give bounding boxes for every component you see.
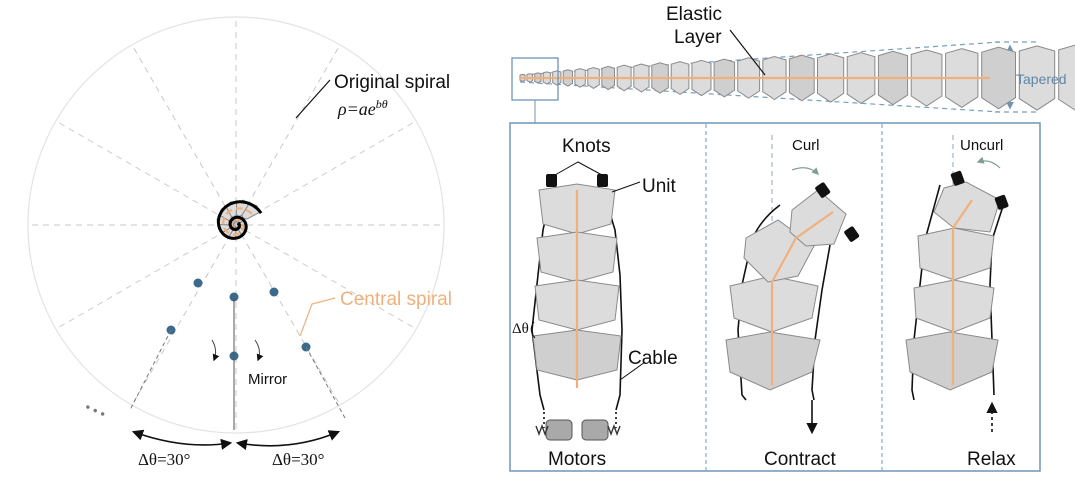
curl-knot-1 — [815, 182, 831, 198]
states-frame — [509, 122, 1041, 472]
knots-label: Knots — [562, 136, 611, 157]
radial-guide-line — [235, 224, 417, 330]
knot-left — [546, 174, 557, 187]
taper-top-line — [519, 41, 1001, 76]
delta-theta-arc — [530, 321, 536, 339]
radial-guide-line — [235, 44, 341, 226]
curl-stack — [725, 189, 847, 391]
curl-label: Curl — [792, 137, 820, 154]
central-spiral-curve — [222, 207, 253, 236]
curl-cable-right — [811, 244, 831, 401]
elastic-layer-label-2: Layer — [674, 27, 722, 48]
uncurl-knot-1 — [950, 170, 965, 186]
angle-arc-left — [131, 429, 233, 450]
angle-ray-right — [305, 346, 346, 419]
motor-left — [535, 419, 573, 441]
node — [269, 287, 279, 297]
mirror-nodes — [166, 278, 311, 361]
uncurl-core — [951, 199, 973, 385]
contract-label: Contract — [764, 449, 837, 470]
radial-guide-line — [55, 224, 237, 330]
tapered-unit — [1058, 44, 1075, 111]
original-spiral-curve — [216, 200, 263, 240]
unit — [729, 275, 819, 333]
spiral-equation: ρ=aebθ — [337, 97, 388, 119]
original-spiral-label: Original spiral — [334, 72, 450, 93]
central-spiral-label: Central spiral — [340, 289, 452, 310]
elastic-layer-leader — [729, 29, 766, 76]
knots-leader — [554, 161, 603, 176]
uncurl-state: Uncurl Relax — [905, 135, 1016, 470]
curl-arrow — [791, 167, 820, 176]
curl-core — [770, 211, 834, 385]
central-spiral-leader — [299, 297, 336, 337]
uncurl-knot-2 — [994, 194, 1009, 210]
curl-state: Curl Contract — [725, 135, 860, 470]
angle-left-label: Δθ=30° — [138, 450, 190, 469]
taper-bottom-line — [519, 81, 1001, 113]
tapered-robot-panel: Elastic Layer Tapered — [511, 4, 1075, 123]
straight-state: Knots Unit Cable Δθ Motors — [512, 136, 678, 470]
radial-guide-line — [131, 44, 237, 226]
tapered-unit — [981, 46, 1016, 110]
angle-ray-left — [129, 329, 172, 411]
states-panel: Knots Unit Cable Δθ Motors Curl Contract — [509, 122, 1041, 472]
original-spiral-leader — [295, 79, 331, 119]
mirror-label: Mirror — [248, 371, 287, 388]
uncurl-label: Uncurl — [960, 137, 1003, 154]
tapered-unit — [1018, 45, 1056, 111]
unit-label: Unit — [642, 176, 677, 197]
node — [193, 278, 203, 288]
cable-right — [602, 189, 623, 411]
cable-label: Cable — [628, 348, 678, 369]
ellipsis: • • • — [83, 399, 109, 422]
relax-label: Relax — [967, 449, 1016, 470]
cable-leader — [619, 361, 646, 381]
uncurl-arrow — [976, 156, 1001, 169]
delta-theta-label: Δθ — [512, 321, 529, 337]
angle-arc-right — [235, 430, 341, 451]
radial-guide-line — [131, 224, 237, 406]
spiral-panel: Original spiral ρ=aebθ Central spiral Mi… — [27, 16, 452, 469]
unit-leader — [611, 181, 641, 193]
unit — [917, 227, 995, 281]
tapered-label: Tapered — [1016, 71, 1067, 87]
angle-right-label: Δθ=30° — [272, 450, 324, 469]
motor-right — [581, 419, 621, 441]
mirror-arrow-left — [211, 339, 220, 362]
elastic-layer-label-1: Elastic — [666, 4, 722, 25]
radial-guide-line — [235, 224, 341, 406]
mirror-arrow-right — [254, 339, 264, 362]
motors-label: Motors — [548, 449, 606, 470]
knot-right — [597, 174, 608, 187]
radial-guide-lines — [28, 17, 444, 433]
radial-guide-line — [55, 120, 237, 226]
curl-knot-2 — [844, 226, 860, 242]
radial-guide-line — [235, 120, 417, 226]
